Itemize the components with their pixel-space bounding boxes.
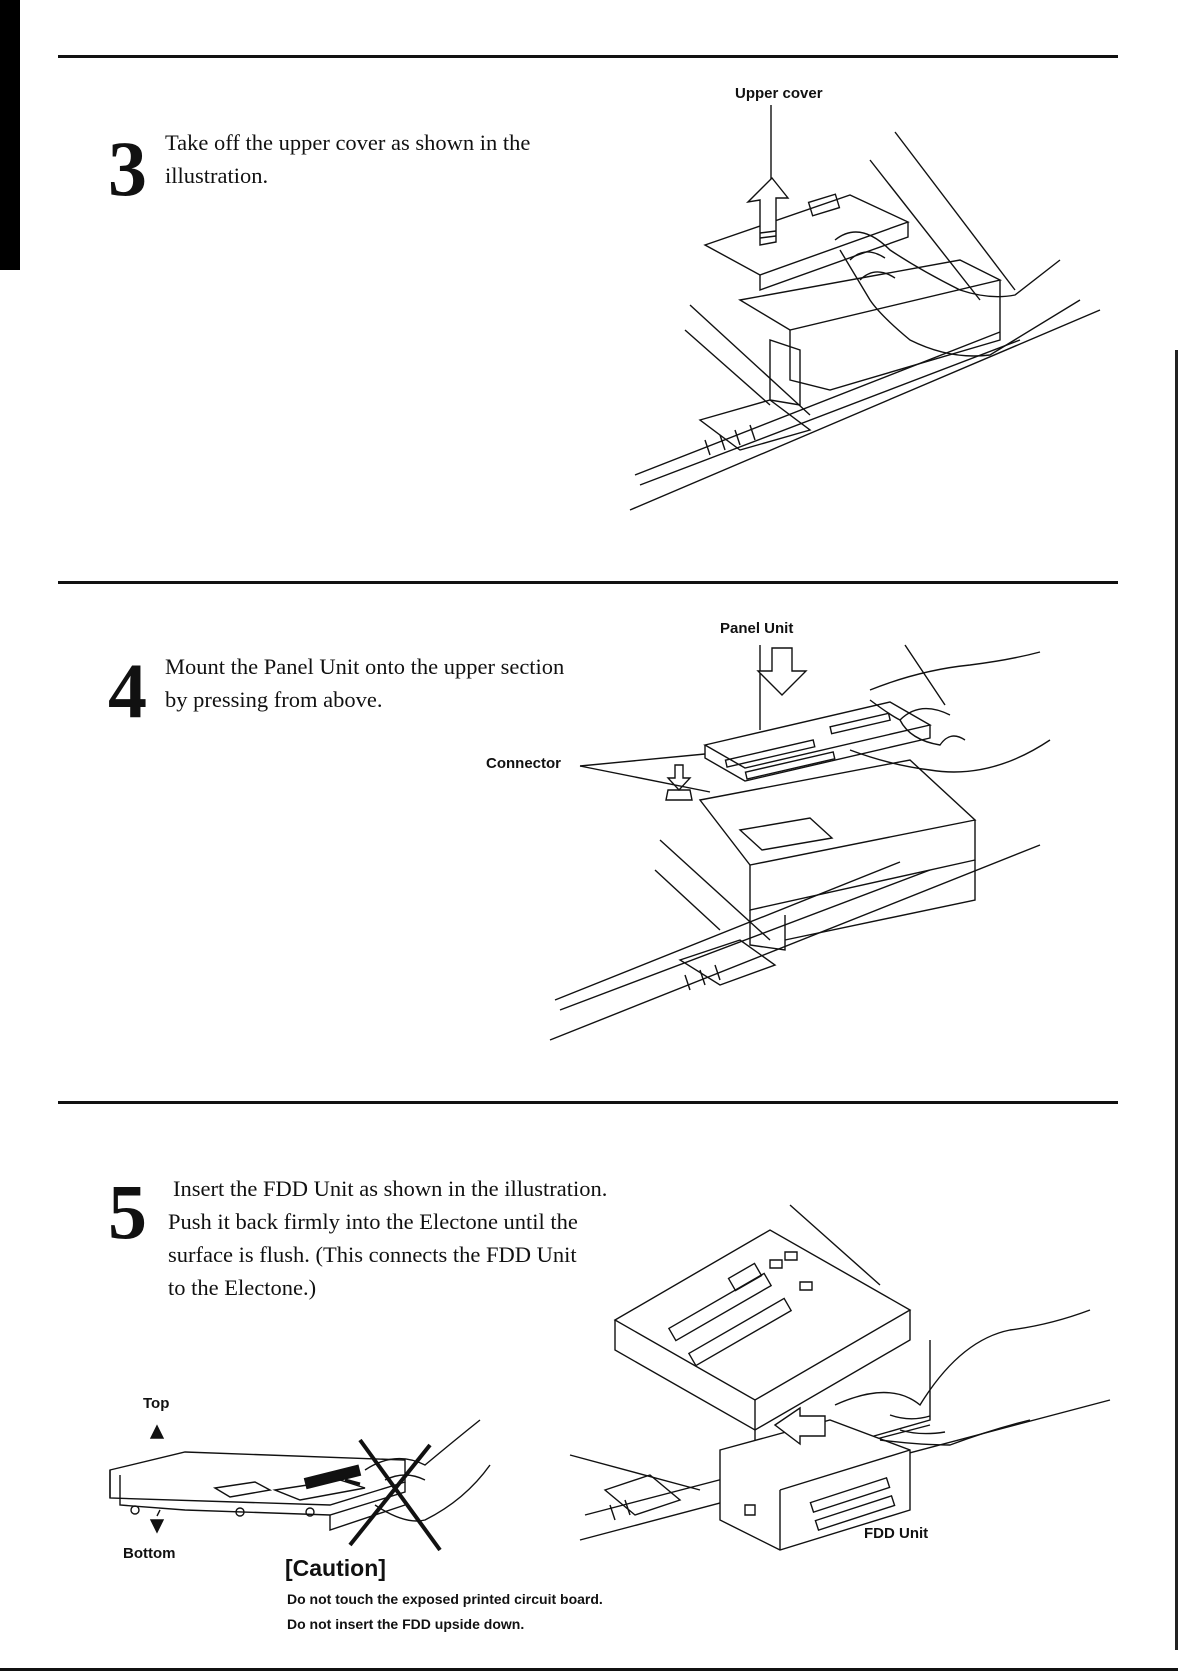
section-divider — [58, 1101, 1118, 1104]
top-label: Top — [143, 1395, 170, 1412]
fdd-unit-label: FDD Unit — [864, 1525, 929, 1542]
caution-title: [Caution] — [285, 1555, 386, 1581]
step-5-line-2: Push it back firmly into the Electone un… — [168, 1209, 578, 1234]
panel-unit-illustration — [570, 640, 1130, 1060]
step-5-line-4: to the Electone.) — [168, 1275, 317, 1300]
upper-cover-illustration — [660, 100, 1130, 520]
panel-unit-label: Panel Unit — [720, 620, 794, 637]
caution-line-1: Do not touch the exposed printed circuit… — [287, 1591, 603, 1607]
step-4-number: 4 — [108, 647, 147, 734]
caution-line-2: Do not insert the FDD upside down. — [287, 1616, 525, 1632]
section-divider — [58, 581, 1118, 584]
page-edge-right — [1175, 350, 1178, 1650]
step-5-number: 5 — [108, 1168, 147, 1255]
bottom-label: Bottom — [123, 1545, 176, 1562]
step-3-line-2: illustration. — [165, 163, 269, 188]
step-5-line-1: Insert the FDD Unit as shown in the illu… — [173, 1176, 608, 1201]
page-bottom-border — [0, 1668, 1178, 1671]
fdd-caution-illustration — [105, 1420, 545, 1560]
section-divider — [58, 55, 1118, 58]
step-4-line-2: by pressing from above. — [165, 687, 383, 712]
upper-cover-label: Upper cover — [735, 85, 823, 102]
connector-label: Connector — [486, 755, 561, 772]
step-3-line-1: Take off the upper cover as shown in the — [165, 130, 531, 155]
step-4-line-1: Mount the Panel Unit onto the upper sect… — [165, 654, 565, 679]
page-edge-marker — [0, 0, 20, 270]
step-3-number: 3 — [108, 125, 147, 212]
step-5-line-3: surface is flush. (This connects the FDD… — [168, 1242, 577, 1267]
fdd-insertion-illustration — [590, 1190, 1130, 1560]
